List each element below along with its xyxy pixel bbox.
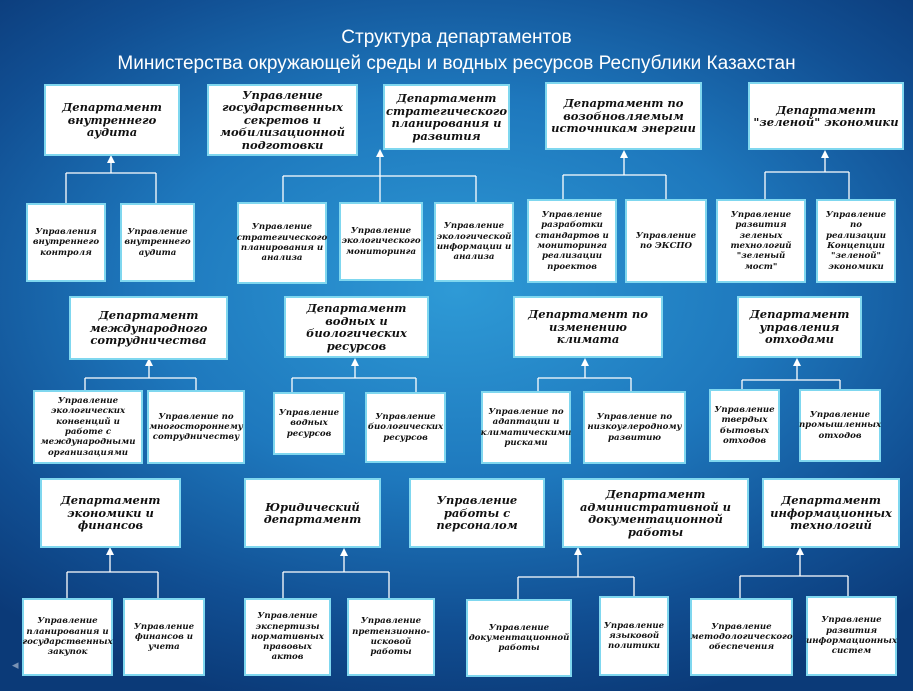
dept-climate-change: Департамент по изменению климата — [513, 296, 663, 358]
unit-label: Управление развития зеленых технологий "… — [730, 210, 792, 272]
unit-internal-audit: Управление внутреннего аудита — [120, 203, 195, 282]
dept-label: Департамент административной и документа… — [579, 487, 731, 539]
unit-industrial-waste: Управление промышленных отходов — [799, 389, 881, 462]
unit-standards-development: Управление разработки стандартов и монит… — [527, 199, 617, 283]
unit-water-resources: Управление водных ресурсов — [273, 392, 345, 455]
unit-language-policy: Управление языковой политики — [599, 596, 669, 676]
unit-legal-expertise: Управление экспертизы нормативных правов… — [244, 598, 331, 676]
unit-label: Управления внутреннего контроля — [32, 227, 100, 258]
title-line-1: Структура департаментов — [341, 27, 572, 48]
dept-label: Департамент внутреннего аудита — [62, 100, 162, 140]
unit-green-bridge: Управление развития зеленых технологий "… — [716, 199, 806, 283]
unit-label: Управление по многостороннему сотрудниче… — [149, 411, 243, 443]
unit-label: Управление по адаптации и климатическими… — [480, 406, 572, 448]
unit-label: Управление по ЭКСПО — [635, 230, 697, 251]
unit-biological-resources: Управление биологических ресурсов — [365, 392, 446, 463]
unit-documentation: Управление документационной работы — [466, 599, 572, 677]
unit-planning-procurement: Управление планирования и государственны… — [22, 598, 113, 676]
unit-label: Управление методологического обеспечения — [690, 621, 793, 653]
unit-solid-waste: Управление твердых бытовых отходов — [709, 389, 780, 462]
unit-ecological-conventions: Управление экологических конвенций и раб… — [33, 390, 143, 464]
dept-label: Департамент международного сотрудничеств… — [89, 308, 208, 348]
dept-waste-management: Департамент управления отходами — [737, 296, 862, 358]
dept-label: Юридический департамент — [263, 499, 362, 526]
unit-label: Управление экспертизы нормативных правов… — [251, 611, 324, 663]
unit-strategic-planning: Управление стратегического планирования … — [237, 202, 327, 284]
dept-label: Департамент управления отходами — [749, 307, 850, 347]
unit-low-carbon: Управление по низкоуглеродному развитию — [583, 391, 686, 464]
dept-label: Департамент экономики и финансов — [60, 493, 161, 533]
unit-finance-accounting: Управление финансов и учета — [123, 598, 205, 676]
unit-label: Управление водных ресурсов — [278, 408, 340, 439]
dept-green-economy: Департамент "зеленой" экономики — [748, 82, 904, 150]
dept-internal-audit: Департамент внутреннего аудита — [44, 84, 180, 156]
dept-state-secrets: Управление государственных секретов и мо… — [207, 84, 358, 156]
dept-label: Департамент стратегического планирования… — [385, 91, 508, 143]
slide-prev-icon[interactable]: ◂ — [12, 658, 19, 673]
unit-label: Управление экологических конвенций и раб… — [40, 396, 136, 458]
dept-information-technology: Департамент информационных технологий — [762, 478, 900, 548]
unit-label: Управление разработки стандартов и монит… — [535, 210, 609, 272]
dept-label: Управление государственных секретов и мо… — [220, 87, 345, 152]
unit-label: Управление финансов и учета — [133, 621, 195, 653]
unit-label: Управление биологических ресурсов — [367, 412, 444, 443]
dept-personnel: Управление работы с персоналом — [409, 478, 545, 548]
unit-ecological-information: Управление экологической информации и ан… — [434, 202, 514, 282]
dept-water-biological: Департамент водных и биологических ресур… — [284, 296, 429, 358]
unit-information-systems: Управление развития информационных систе… — [806, 596, 897, 676]
dept-label: Департамент по возобновляемым источникам… — [551, 96, 696, 136]
slide-next-icon[interactable]: ▸ — [84, 658, 91, 673]
slide-menu-icon[interactable]: ▤ — [60, 658, 73, 673]
unit-label: Управление экологического мониторинга — [341, 226, 421, 257]
unit-label: Управление экологической информации и ан… — [436, 221, 512, 263]
unit-label: Управление промышленных отходов — [798, 410, 882, 441]
dept-administrative: Департамент административной и документа… — [562, 478, 749, 548]
unit-label: Управление развития информационных систе… — [806, 615, 898, 657]
dept-economics-finance: Департамент экономики и финансов — [40, 478, 181, 548]
dept-strategic-planning: Департамент стратегического планирования… — [383, 84, 510, 150]
unit-green-concept: Управление по реализации Концепции "зеле… — [816, 199, 896, 283]
unit-multilateral-cooperation: Управление по многостороннему сотрудниче… — [147, 390, 245, 464]
dept-legal: Юридический департамент — [244, 478, 381, 548]
unit-methodological-support: Управление методологического обеспечения — [690, 598, 793, 676]
unit-label: Управление планирования и государственны… — [22, 616, 113, 658]
unit-climate-adaptation: Управление по адаптации и климатическими… — [481, 391, 571, 464]
unit-label: Управление языковой политики — [603, 620, 665, 652]
unit-label: Управление по низкоуглеродному развитию — [587, 412, 682, 443]
unit-label: Управление по реализации Концепции "зеле… — [825, 210, 887, 272]
dept-international-cooperation: Департамент международного сотрудничеств… — [69, 296, 228, 360]
unit-ecological-monitoring: Управление экологического мониторинга — [339, 202, 423, 281]
unit-label: Управление документационной работы — [468, 622, 570, 654]
unit-expo: Управление по ЭКСПО — [625, 199, 707, 283]
dept-label: Департамент информационных технологий — [770, 493, 892, 533]
dept-label: Управление работы с персоналом — [436, 493, 518, 533]
dept-label: Департамент водных и биологических ресур… — [306, 301, 407, 353]
dept-label: Департамент по изменению климата — [528, 307, 648, 347]
dept-renewable-energy: Департамент по возобновляемым источникам… — [545, 82, 702, 150]
unit-label: Управление внутреннего аудита — [124, 227, 191, 258]
unit-internal-control: Управления внутреннего контроля — [26, 203, 106, 282]
title-line-2: Министерства окружающей среды и водных р… — [117, 53, 796, 74]
unit-label: Управление стратегического планирования … — [236, 222, 328, 264]
unit-label: Управление твердых бытовых отходов — [714, 404, 775, 446]
slide-pen-icon[interactable]: ✎ — [36, 658, 47, 673]
unit-claims: Управление претензионно-исковой работы — [347, 598, 435, 676]
dept-label: Департамент "зеленой" экономики — [753, 102, 899, 129]
unit-label: Управление претензионно-исковой работы — [352, 616, 430, 658]
